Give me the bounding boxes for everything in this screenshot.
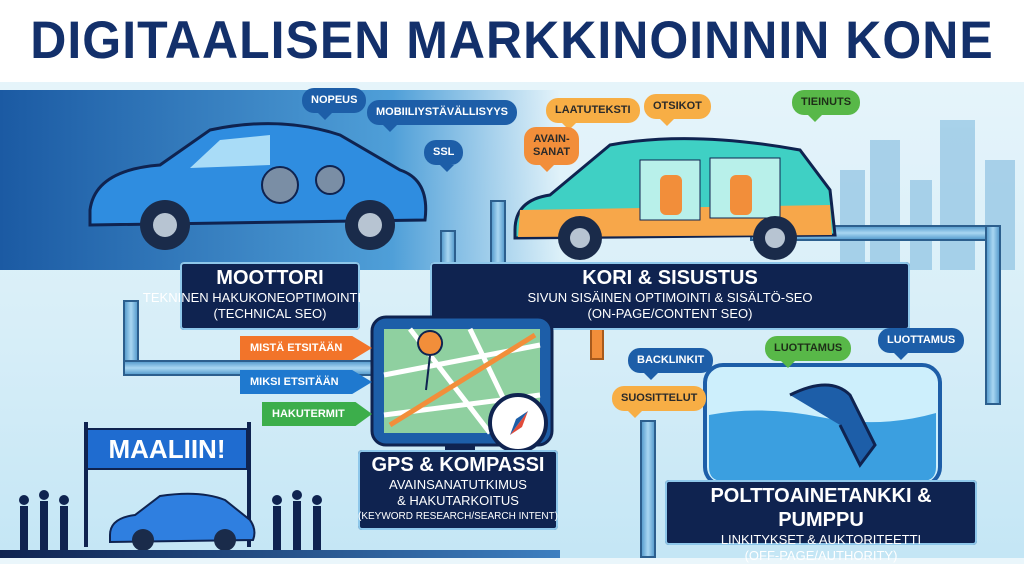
- finish-sign: MAALIIN!: [86, 428, 248, 470]
- finish-post-left: [84, 422, 88, 547]
- page-title: DIGITAALISEN MARKKINOINNIN KONE: [0, 0, 1024, 82]
- gps-line1: AVAINSANATUTKIMUS: [389, 477, 527, 492]
- bubble-mobile-friendliness: MOBIILIYSTÄVÄLLISYYS: [367, 100, 518, 132]
- fuel-tank-icon: [703, 363, 942, 487]
- engine-heading: MOOTTORI: [216, 267, 324, 289]
- ground-strip: [0, 550, 560, 558]
- gps-line2: & HAKUTARKOITUS: [397, 493, 519, 508]
- arrow-where-searched: MISTÄ ETSITÄÄN: [240, 336, 372, 360]
- bubble-keywords-line2: SANAT: [533, 146, 571, 158]
- bubble-recommendations: SUOSITTELUT: [612, 386, 707, 418]
- arrow-why-searched: MIKSI ETSITÄÄN: [240, 370, 372, 394]
- bubble-trust: LUOTTAMUS: [765, 336, 852, 368]
- engine-car-icon: [88, 122, 428, 250]
- gps-label-box: GPS & KOMPASSI AVAINSANATUTKIMUS & HAKUT…: [358, 450, 558, 530]
- body-line1: SIVUN SISÄINEN OPTIMOINTI & SISÄLTÖ-SEO: [527, 290, 813, 305]
- bubble-tieinuts: TIEINUTS: [792, 90, 861, 122]
- gps-line3: (KEYWORD RESEARCH/SEARCH INTENT): [358, 511, 559, 522]
- pipe: [985, 225, 1001, 405]
- bubble-trust-2: LUOTTAMUS: [878, 328, 965, 360]
- pipe: [640, 420, 656, 558]
- arrow-search-terms: HAKUTERMIT: [262, 402, 372, 426]
- body-heading: KORI & SISUSTUS: [582, 267, 758, 289]
- gps-heading: GPS & KOMPASSI: [371, 454, 545, 476]
- bubble-ssl: SSL: [424, 140, 464, 172]
- engine-line2: (TECHNICAL SEO): [213, 306, 327, 321]
- tank-line1: LINKITYKSET & AUKTORITEETTI: [720, 532, 922, 547]
- gps-device-icon: [370, 315, 554, 460]
- tank-heading: POLTTOAINETANKKI & PUMPPU: [710, 485, 932, 531]
- body-line2: (ON-PAGE/CONTENT SEO): [587, 306, 753, 321]
- bubble-quality-text: LAATUTEKSTI: [546, 98, 640, 130]
- cheering-people-icon: [19, 490, 69, 551]
- tank-label-box: POLTTOAINETANKKI & PUMPPU LINKITYKSET & …: [665, 480, 977, 563]
- bubble-keywords: AVAIN- SANAT: [524, 127, 580, 172]
- bubble-backlinks: BACKLINKIT: [628, 348, 714, 380]
- bubble-keywords-line1: AVAIN-: [533, 133, 570, 145]
- finish-post-right: [247, 422, 251, 547]
- bubble-headings: OTSIKOT: [644, 94, 711, 126]
- tank-line2: (OFF-PAGE/AUTHORITY): [744, 548, 898, 563]
- engine-label-box: MOOTTORI TEKNINEN HAKUKONEOPTIMOINTI (TE…: [143, 262, 361, 330]
- bubble-speed: NOPEUS: [302, 88, 367, 120]
- finish-car-icon: [109, 492, 256, 551]
- engine-line1: TEKNINEN HAKUKONEOPTIMOINTI: [142, 290, 362, 305]
- cheering-people-icon: [272, 490, 322, 551]
- city-skyline-icon: [840, 120, 1015, 270]
- body-car-icon: [513, 137, 837, 260]
